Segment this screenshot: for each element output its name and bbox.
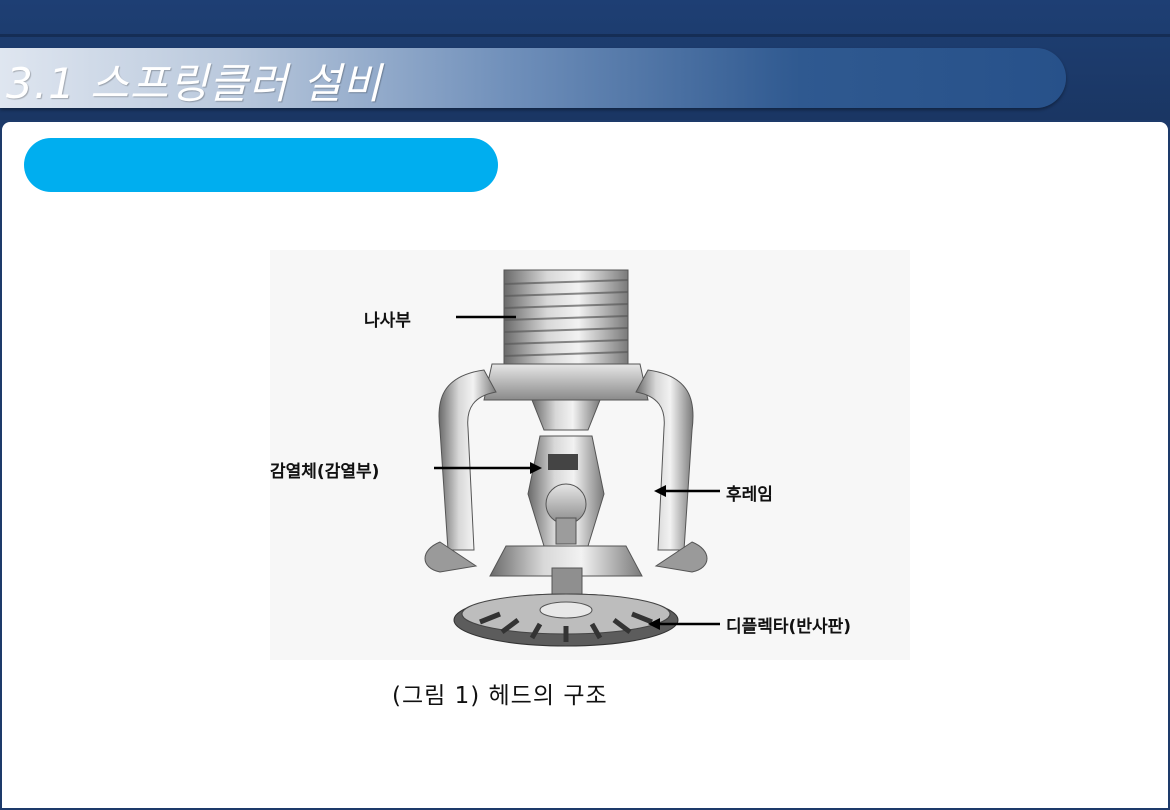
subtitle-bar xyxy=(24,138,498,192)
hex-body xyxy=(483,363,649,401)
label-frame: 후레임 xyxy=(726,485,773,505)
header-divider xyxy=(0,34,1170,37)
label-thread: 나사부 xyxy=(364,311,411,331)
label-heat-element: 감열체(감열부) xyxy=(270,462,380,482)
page-title: 3.1 스프링클러 설비 xyxy=(6,59,382,108)
pointer-lines xyxy=(434,315,720,626)
heat-element xyxy=(527,435,605,547)
figure-caption: (그림 1) 헤드의 구조 xyxy=(392,683,608,709)
frame-arms xyxy=(424,369,708,573)
center-pin xyxy=(551,567,583,599)
sprinkler-head-figure: 나사부 감열체(감열부) 후레임 디플렉타(반사판) xyxy=(270,250,910,670)
thread-part xyxy=(503,269,629,367)
sprinkler-head-illustration xyxy=(270,250,910,660)
lower-body xyxy=(489,545,643,577)
deflector xyxy=(453,593,679,647)
label-deflector: 디플렉타(반사판) xyxy=(726,617,852,637)
pointer-arrowheads xyxy=(530,462,666,630)
title-banner xyxy=(0,48,1066,108)
seat xyxy=(531,399,601,431)
